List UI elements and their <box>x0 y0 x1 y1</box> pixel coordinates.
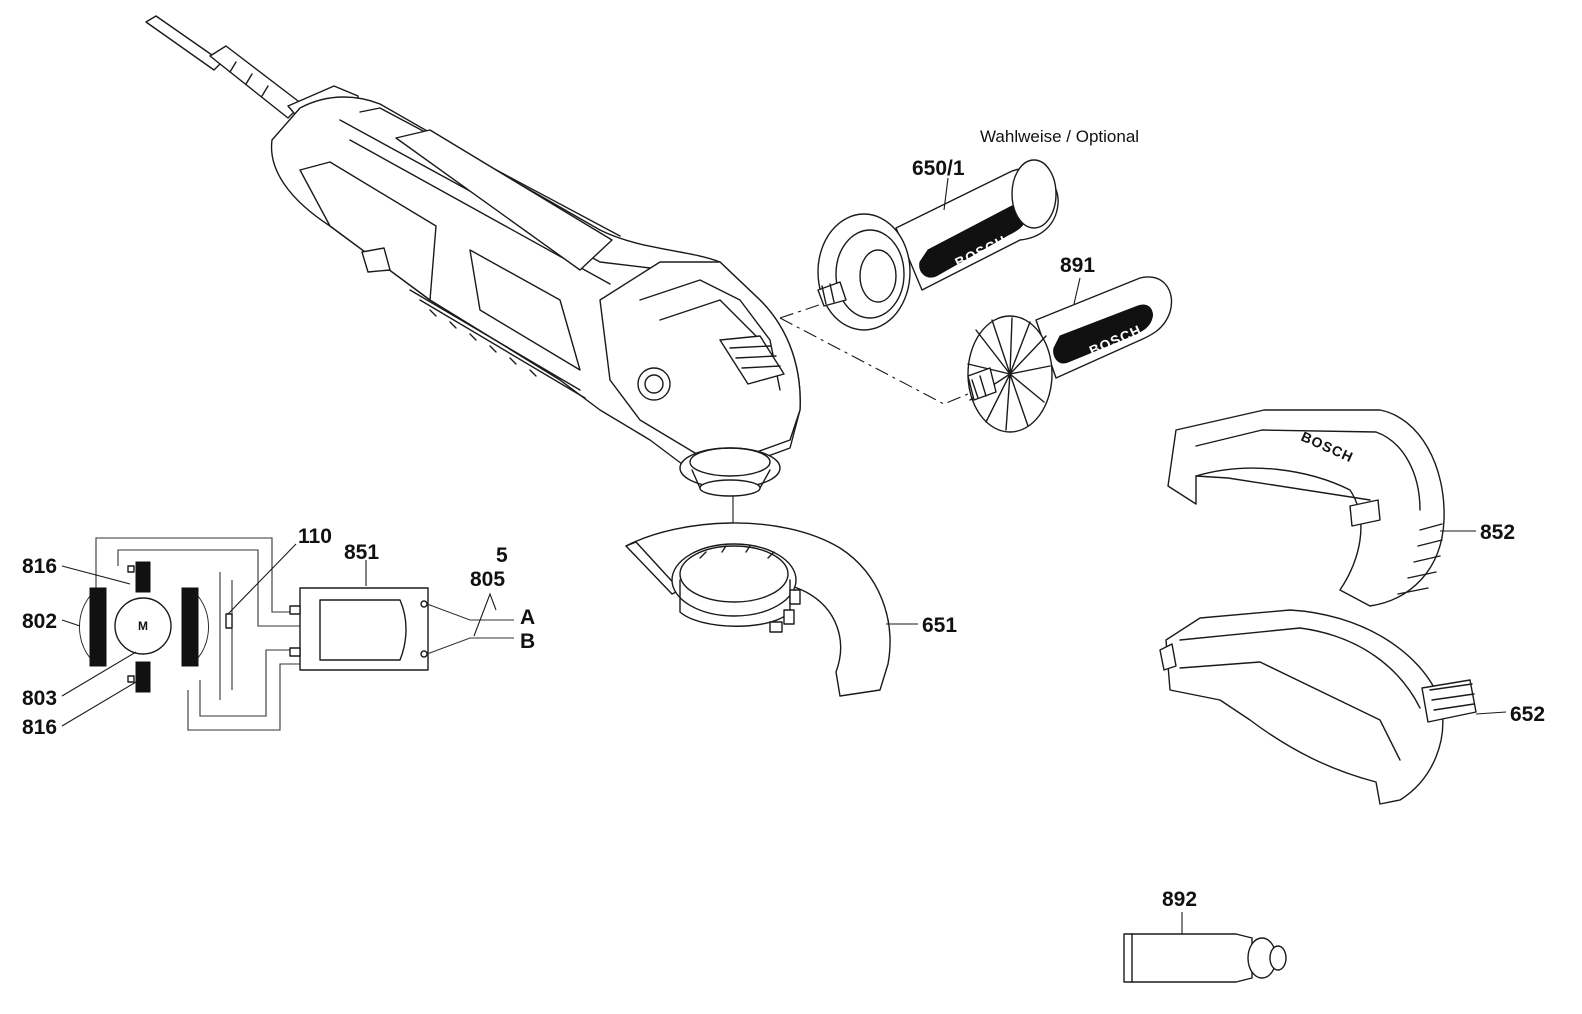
label-851: 851 <box>344 541 379 564</box>
label-852: 852 <box>1480 521 1515 544</box>
label-5: 5 <box>496 544 508 567</box>
label-816-bottom: 816 <box>22 716 57 739</box>
label-803: 803 <box>22 687 57 710</box>
label-805: 805 <box>470 568 505 591</box>
cutting-guard-652 <box>1159 609 1477 805</box>
label-651: 651 <box>922 614 957 637</box>
terminal-b: B <box>520 630 535 653</box>
optional-note: Wahlweise / Optional <box>980 127 1139 146</box>
protective-guard-651 <box>625 522 891 697</box>
terminal-a: A <box>520 606 535 629</box>
label-110: 110 <box>298 525 332 548</box>
auxiliary-handle-vibration: BOSCH <box>817 159 1059 331</box>
motor-symbol: M <box>138 619 148 633</box>
part-labels: Wahlweise / Optional 650/1 891 852 651 6… <box>22 127 1545 911</box>
wiring-schematic: M <box>79 537 514 731</box>
angle-grinder-drawing <box>145 15 801 497</box>
label-891: 891 <box>1060 254 1095 277</box>
label-802: 802 <box>22 610 57 633</box>
label-892: 892 <box>1162 888 1197 911</box>
label-816-top: 816 <box>22 555 57 578</box>
auxiliary-handle-standard: BOSCH <box>967 276 1173 433</box>
leader-lines <box>61 177 1507 934</box>
handle-axis-line <box>779 303 969 405</box>
cutting-guard-852: BOSCH <box>1167 409 1445 607</box>
grease-tube-892 <box>1123 933 1287 983</box>
label-650-1: 650/1 <box>912 157 965 180</box>
label-652: 652 <box>1510 703 1545 726</box>
